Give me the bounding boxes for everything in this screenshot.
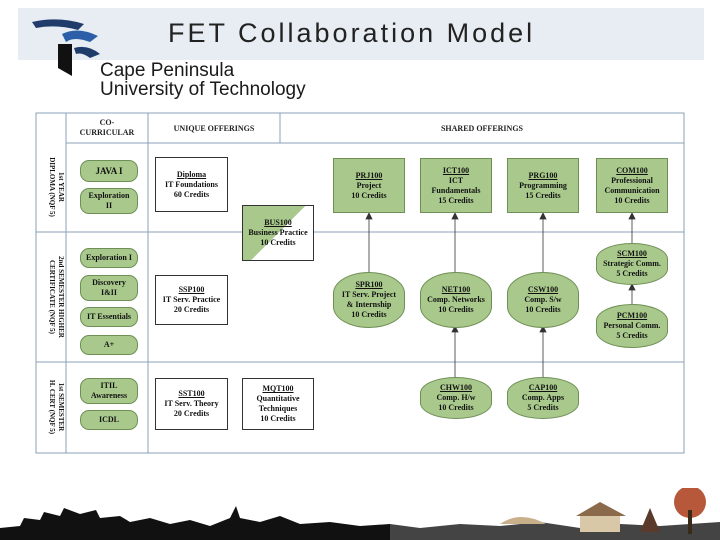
title-bar — [18, 8, 704, 60]
co-a-plus: A+ — [80, 335, 138, 355]
header-unique: UNIQUE OFFERINGS — [173, 124, 255, 133]
logo-line2: University of Technology — [100, 79, 306, 100]
co-discovery: Discovery I&II — [80, 275, 138, 301]
co-it-essentials: IT Essentials — [80, 307, 138, 327]
cput-logo-icon — [32, 19, 100, 76]
row-label-diploma: 1st YEAR DIPLOMA (NQF 5) — [48, 157, 65, 217]
co-exploration-ii: Exploration II — [80, 188, 138, 214]
header-co-curricular: CO- CURRICULAR — [79, 118, 135, 137]
header-shared: SHARED OFFERINGS — [440, 124, 523, 133]
row-label-h-cert: 1st SEMESTER H. CERT (NQF 5) — [48, 379, 65, 435]
logo-line1: Cape Peninsula — [100, 60, 235, 81]
row-label-higher-cert: 2nd SEMESTER HIGHER CERTIFICATE (NQF 5) — [48, 256, 65, 338]
co-exploration-i: Exploration I — [80, 248, 138, 268]
co-icdl: ICDL — [80, 410, 138, 430]
co-itil: ITIL Awareness — [80, 378, 138, 404]
slide-title: FET Collaboration Model — [168, 18, 536, 48]
skyline-decoration — [0, 488, 720, 540]
co-java-i: JAVA I — [80, 160, 138, 182]
